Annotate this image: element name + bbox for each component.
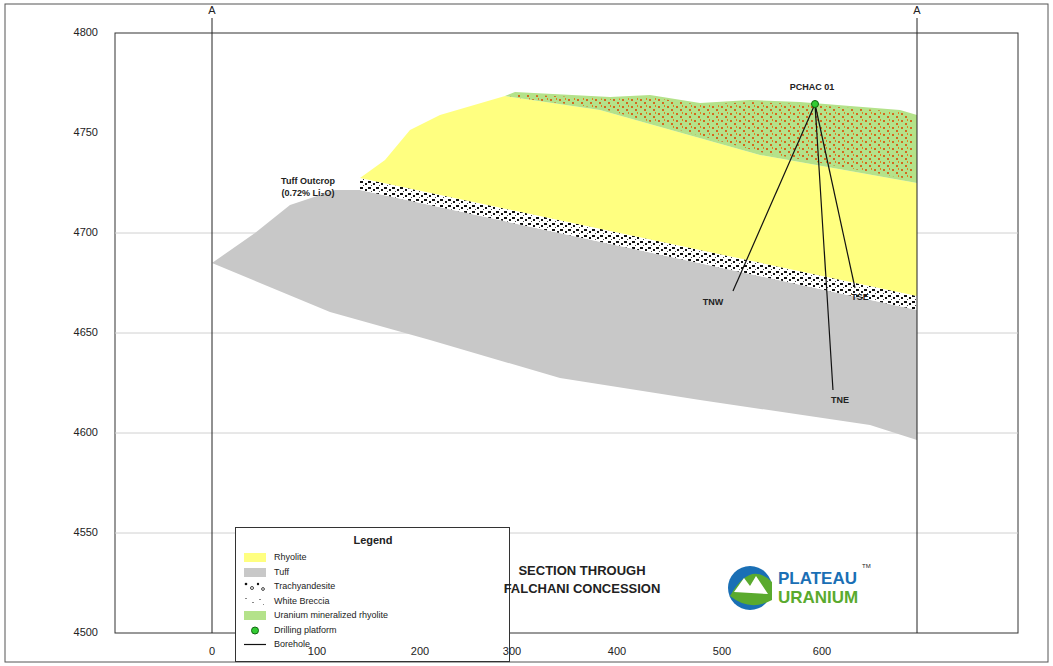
- logo-text: URANIUM: [778, 588, 858, 608]
- elevation-label: 4500: [74, 626, 98, 639]
- trademark: TM: [862, 563, 871, 570]
- mineralized-rhyolite: [505, 92, 917, 183]
- elevation-label: 4650: [74, 326, 98, 339]
- logo-text: PLATEAU: [778, 569, 857, 589]
- elevation-label: 4600: [74, 426, 98, 439]
- legend-sample: [243, 625, 267, 636]
- legend-swatch: [244, 568, 266, 577]
- legend-entry: Borehole: [274, 639, 310, 649]
- section-marker: A: [913, 4, 920, 17]
- borehole-label: TNW: [703, 297, 724, 307]
- distance-label: 200: [411, 645, 429, 658]
- drilling-platform: [812, 101, 819, 108]
- borehole-collar-label: PCHAC 01: [790, 82, 835, 92]
- legend-entry: Uranium mineralized rhyolite: [274, 610, 388, 620]
- distance-label: 500: [713, 645, 731, 658]
- borehole: [733, 104, 855, 390]
- outcrop-label: Tuff Outcrop: [281, 176, 335, 186]
- legend-entry: Tuff: [274, 567, 289, 577]
- legend-swatch: [244, 553, 266, 562]
- legend-swatch: [244, 611, 266, 620]
- distance-label: 100: [308, 645, 326, 658]
- elevation-label: 4700: [74, 226, 98, 239]
- legend-entry: Trachyandesite: [274, 581, 335, 591]
- legend-heading: Legend: [353, 534, 392, 547]
- outcrop-grade: (0.72% Li₂O): [281, 188, 334, 198]
- legend-sample: [243, 596, 267, 607]
- legend-entry: Drilling platform: [274, 625, 337, 635]
- legend-entry: White Breccia: [274, 596, 330, 606]
- borehole-label: TSE: [851, 292, 869, 302]
- distance-label: 600: [813, 645, 831, 658]
- legend-sample: [243, 581, 267, 592]
- distance-label: 0: [209, 645, 215, 658]
- distance-label: 300: [503, 645, 521, 658]
- elevation-label: 4800: [74, 26, 98, 39]
- logo: [728, 566, 772, 610]
- elevation-label: 4750: [74, 126, 98, 139]
- distance-label: 400: [608, 645, 626, 658]
- legend-entry: Rhyolite: [274, 552, 307, 562]
- elevation-label: 4550: [74, 526, 98, 539]
- section-marker: A: [208, 4, 215, 17]
- section-title: SECTION THROUGH FALCHANI CONCESSION: [490, 562, 675, 597]
- legend-sample: [243, 639, 267, 650]
- borehole-label: TNE: [831, 395, 849, 405]
